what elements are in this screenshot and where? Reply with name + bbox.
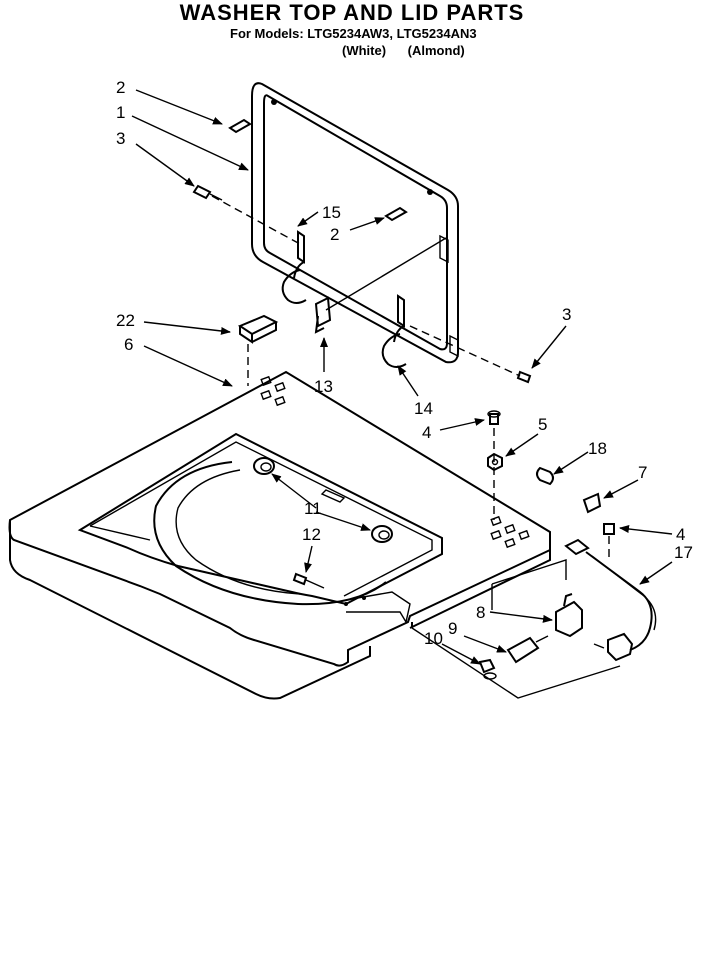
variant-almond: (Almond): [407, 43, 465, 58]
callout-2-right: 2: [330, 225, 339, 244]
lid-latch: [237, 314, 279, 344]
callout-10: 10: [424, 629, 443, 648]
models-line: For Models: LTG5234AW3, LTG5234AN3: [230, 26, 477, 41]
hinge-pin-upper: [228, 118, 252, 134]
callout-15: 15: [322, 203, 341, 222]
lid-hinge-right: [381, 294, 407, 368]
screw-12: [292, 572, 325, 589]
screw-upper: [192, 184, 223, 201]
lid-bumper-left: [253, 457, 275, 475]
callout-18: 18: [588, 439, 607, 458]
callout-4-upper: 4: [422, 423, 431, 442]
lid-hinge-left: [281, 230, 307, 304]
callout-3-right: 3: [562, 305, 571, 324]
callout-14: 14: [414, 399, 433, 418]
callout-7: 7: [638, 463, 647, 482]
screw-4-upper: [487, 410, 501, 425]
callout-1: 1: [116, 103, 125, 122]
hinge-pin-right: [384, 206, 408, 222]
screw-4-lower: [603, 523, 615, 562]
leader-lines: [131, 89, 673, 665]
callout-labels: 2 1 3 15 2 22 6 13 14 3 4 5 18 7 11 12 4…: [116, 78, 693, 648]
callout-2-upper: 2: [116, 78, 125, 97]
callout-11: 11: [304, 499, 322, 518]
callout-6: 6: [124, 335, 133, 354]
switch-actuator: [506, 635, 549, 664]
diagram-title: WASHER TOP AND LID PARTS: [179, 0, 525, 25]
screw-right: [516, 370, 532, 384]
hinge-bracket: [314, 296, 332, 334]
screw-10: [478, 658, 497, 680]
washer-top-panel: [8, 370, 551, 700]
variant-white: (White): [342, 43, 387, 58]
lid-bumper-right: [371, 525, 393, 543]
callout-8: 8: [476, 603, 485, 622]
lid-frame: [251, 82, 459, 364]
callout-13: 13: [314, 377, 333, 396]
nut-5: [487, 452, 503, 472]
clip-18: [536, 466, 554, 486]
callout-5: 5: [538, 415, 547, 434]
model-variants: (White) (Almond): [342, 43, 483, 58]
callout-3-upper: 3: [116, 129, 125, 148]
clip-7: [582, 492, 602, 514]
callout-22: 22: [116, 311, 135, 330]
callout-12: 12: [302, 525, 321, 544]
callout-9: 9: [448, 619, 457, 638]
lid-switch: [555, 593, 583, 638]
callout-17: 17: [674, 543, 693, 562]
lid-switch-harness: [564, 538, 657, 662]
callout-4-lower: 4: [676, 525, 685, 544]
